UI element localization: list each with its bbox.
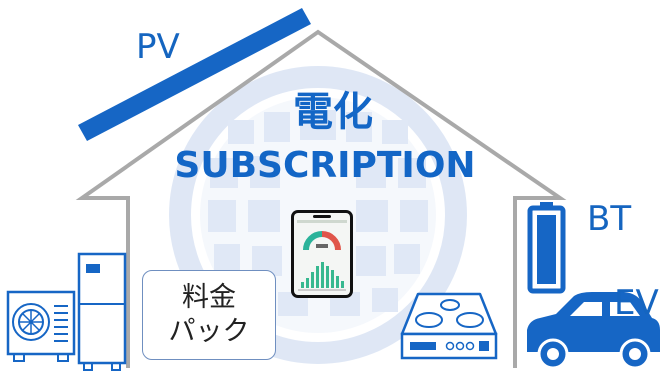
bt-label: BT — [587, 199, 632, 239]
title-line-2: SUBSCRIPTION — [174, 145, 476, 186]
package-line-2: パック — [168, 316, 250, 347]
pv-label: PV — [136, 27, 180, 67]
heat-pump-icon — [6, 290, 76, 362]
car-icon — [527, 292, 660, 370]
smartphone-app-icon — [291, 210, 353, 298]
battery-icon — [527, 202, 566, 294]
package-line-1: 料金 — [182, 282, 236, 314]
water-heater-icon — [77, 252, 127, 371]
solar-panel-icon — [78, 8, 311, 141]
induction-stove-icon — [400, 292, 498, 360]
price-package-box: 料金 パック — [142, 270, 276, 360]
title-line-1: 電化 — [293, 89, 373, 135]
house-outline — [75, 29, 567, 368]
ev-label: EV — [614, 283, 659, 323]
